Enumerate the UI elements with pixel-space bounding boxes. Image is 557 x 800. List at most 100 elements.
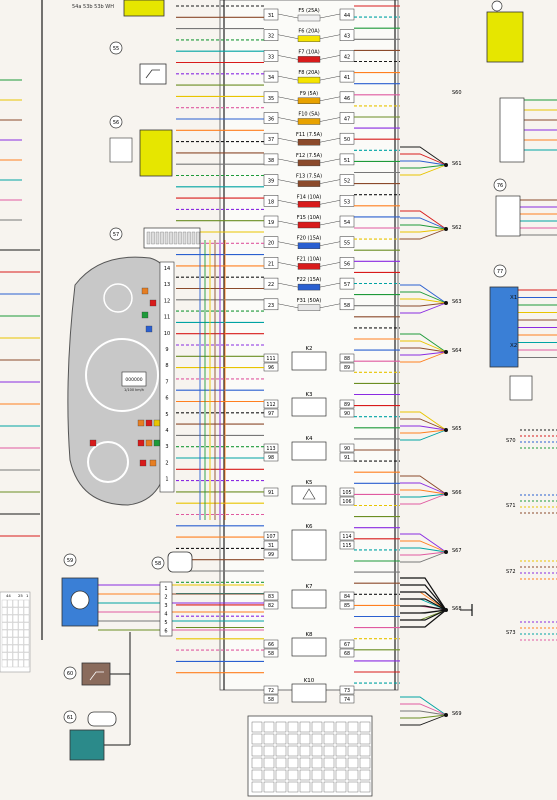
cluster-pin-strip [159, 261, 175, 493]
grid-cell [1, 644, 8, 653]
fuse-label: F12 (7.5A) [296, 153, 322, 159]
grid-cell [23, 614, 30, 623]
fuse-layout-cell [323, 733, 335, 745]
grid-cell [12, 644, 19, 653]
fuse-pin-in [263, 70, 279, 83]
connector-57-pin [191, 231, 196, 245]
relay-body [291, 397, 327, 417]
wire-to-splice [400, 411, 447, 431]
splice-s66: S66 [452, 490, 462, 496]
wire-to-splice [400, 493, 447, 498]
component-58-label: 58 [155, 561, 161, 567]
fuse-label: F5 (25A) [298, 8, 319, 14]
relay-pin-right [339, 487, 355, 497]
cluster-pin-label: 3 [165, 444, 168, 450]
wire-to-splice [400, 347, 447, 353]
relay-pin-right-label: 73 [344, 688, 350, 694]
relay-pin-right [339, 639, 355, 649]
fuse-lead [319, 158, 341, 164]
fuse-layout-cell [311, 781, 323, 793]
wire-to-splice [400, 298, 447, 304]
grid-cell [7, 629, 13, 638]
relay-pin-left [263, 452, 279, 462]
warning-lamp-icon [153, 419, 161, 427]
relay-pin-left [263, 353, 279, 363]
fuse-pin-out [339, 215, 355, 228]
splice-s69: S69 [452, 711, 462, 717]
fuse-pin-in-label: 39 [268, 179, 274, 185]
fuse-layout-cell [299, 721, 311, 733]
fuse-lead [277, 303, 299, 309]
grid-cell [12, 659, 19, 668]
relay-pin-left-label: 107 [266, 534, 275, 540]
fuse-pin-in-label: 21 [268, 261, 274, 267]
grid-cell [18, 629, 24, 638]
relay-label: K10 [304, 678, 315, 684]
component-77-label: 77 [497, 269, 503, 275]
ground-splices: S61 S62 S63 S64 S65 S66 S67 S68 S69 S70 … [452, 90, 516, 717]
grid-cell [23, 659, 30, 668]
fuse-pin-in [263, 277, 279, 290]
fuse-pin-in-label: 32 [268, 34, 274, 40]
fuse-layout-cell [299, 781, 311, 793]
connector-58 [167, 551, 193, 573]
fuse-layout-cell [251, 769, 263, 781]
fuse-lead [319, 34, 341, 39]
fuse-lead [277, 220, 299, 226]
relay-body [291, 529, 327, 561]
fuse-lead [319, 55, 341, 60]
warning-lamp-icon [141, 311, 149, 319]
wire-to-splice [400, 291, 447, 304]
fuse-layout-cell [263, 769, 275, 781]
grid-cell [7, 652, 13, 660]
fuse-layout-cell [299, 745, 311, 757]
wire-to-s68 [400, 584, 447, 611]
grid-cell [7, 607, 13, 615]
fuse-layout-cell [299, 769, 311, 781]
splice-s68: S68 [452, 606, 462, 612]
fuse-lead [277, 179, 299, 184]
grid-cell [7, 637, 13, 645]
ground-symbols [444, 163, 473, 717]
fuse-pin-out-label: 44 [344, 13, 350, 19]
fuse-element [297, 159, 321, 167]
wire-to-splice [400, 540, 447, 553]
fuse-element [297, 221, 321, 229]
component-59-label: 59 [67, 558, 73, 564]
relay-pin-left [263, 531, 279, 541]
fuse-pin-in-label: 33 [268, 54, 274, 60]
relay-pin-right [339, 591, 355, 601]
relay-pin-left [263, 443, 279, 453]
relay-pin-left-label: 31 [268, 543, 274, 549]
relay-pin-right [339, 408, 355, 418]
fuse-label: F11 (7.5A) [296, 132, 322, 138]
fuse-pin-in-label: 34 [268, 75, 274, 81]
speedometer-dial [85, 338, 159, 412]
grid-cell [23, 644, 30, 653]
wire-to-splice [400, 714, 447, 719]
fuse-pin-out-label: 53 [344, 199, 350, 205]
fuse-box-layout-cells [251, 721, 371, 793]
splice-s71: S71 [506, 503, 516, 509]
fuse-layout-cell [311, 769, 323, 781]
grid-cell [23, 607, 30, 615]
relay-pin-right [339, 496, 355, 506]
relay-label: K4 [305, 436, 313, 442]
fuse-pin-in [263, 112, 279, 124]
grid-cell [18, 644, 24, 653]
fuse-lead [277, 96, 299, 102]
wire-to-splice [400, 351, 447, 363]
fuse-label: F21 (10A) [297, 256, 322, 262]
fuse-layout-cell [311, 757, 323, 769]
connector-57-pins [146, 231, 200, 245]
fuse-layout-cell [347, 733, 359, 745]
grid-cell [1, 629, 8, 638]
wire-to-splice [400, 418, 447, 431]
fuse-pin-out [339, 8, 355, 21]
grid-cell [12, 599, 19, 608]
grid-cell [23, 629, 30, 638]
fuse-lead [277, 137, 299, 143]
relay-pin-left [263, 540, 279, 550]
fuse-label: F13 (7.5A) [296, 174, 322, 180]
